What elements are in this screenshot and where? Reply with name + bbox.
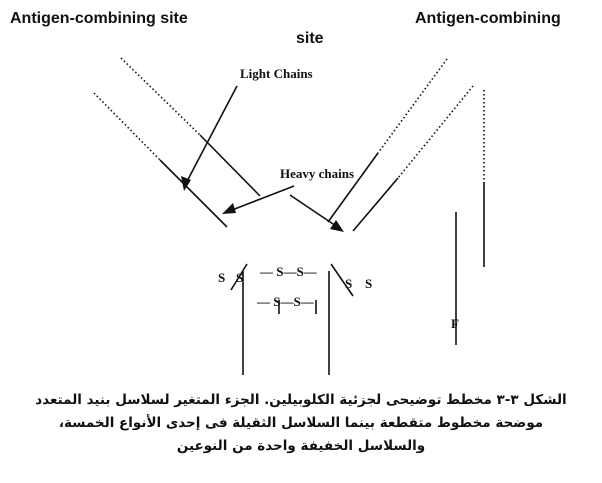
- disulfide-s-right-2: S: [365, 276, 373, 291]
- caption-line-1: الشكل ٣-٣ مخطط توضيحى لجزئية الكلوبيلين.…: [35, 392, 567, 408]
- arrow-heavy-to-right: [289, 194, 340, 229]
- arrowhead-light: [181, 176, 191, 191]
- disulfide-bridge-lower: — S—S—: [257, 294, 314, 309]
- arrowhead-heavy-left: [222, 203, 236, 214]
- arrow-light-to-left: [183, 85, 238, 188]
- left-light-chain-variable: [93, 92, 161, 161]
- right-light-chain-variable: [397, 85, 474, 179]
- heavy-chains-label: Heavy chains: [280, 166, 355, 181]
- disulfide-s-left-1: S: [218, 270, 226, 285]
- right-heavy-chain-constant: [327, 152, 379, 223]
- arrowhead-heavy-right: [330, 220, 344, 232]
- left-heavy-chain-constant: [199, 134, 261, 197]
- left-light-stub: [230, 263, 248, 291]
- caption-line-3: والسلاسل الخفيفة واحدة من النوعين: [176, 438, 426, 454]
- antigen-site-left-label: Antigen-combining site: [10, 10, 188, 27]
- left-heavy-chain-variable: [120, 57, 201, 136]
- disulfide-s-left-2: S: [236, 270, 244, 285]
- disulfide-s-right-1: S: [345, 276, 353, 291]
- left-light-chain-constant: [159, 159, 228, 228]
- antigen-site-right-label-line2: site: [296, 30, 324, 47]
- light-chains-label: Light Chains: [240, 66, 313, 81]
- arrow-heavy-to-left: [226, 185, 295, 213]
- caption-line-2: موضحة مخطوط متقطعة بينما السلاسل الثقيلة…: [58, 415, 544, 431]
- fc-label: F: [451, 316, 459, 331]
- right-light-stub: [330, 263, 354, 297]
- disulfide-bridge-upper: — S—S—: [260, 264, 317, 279]
- antigen-site-right-label-line1: Antigen-combining: [415, 10, 561, 27]
- right-light-chain-constant: [352, 177, 399, 232]
- right-heavy-chain-variable: [377, 58, 448, 154]
